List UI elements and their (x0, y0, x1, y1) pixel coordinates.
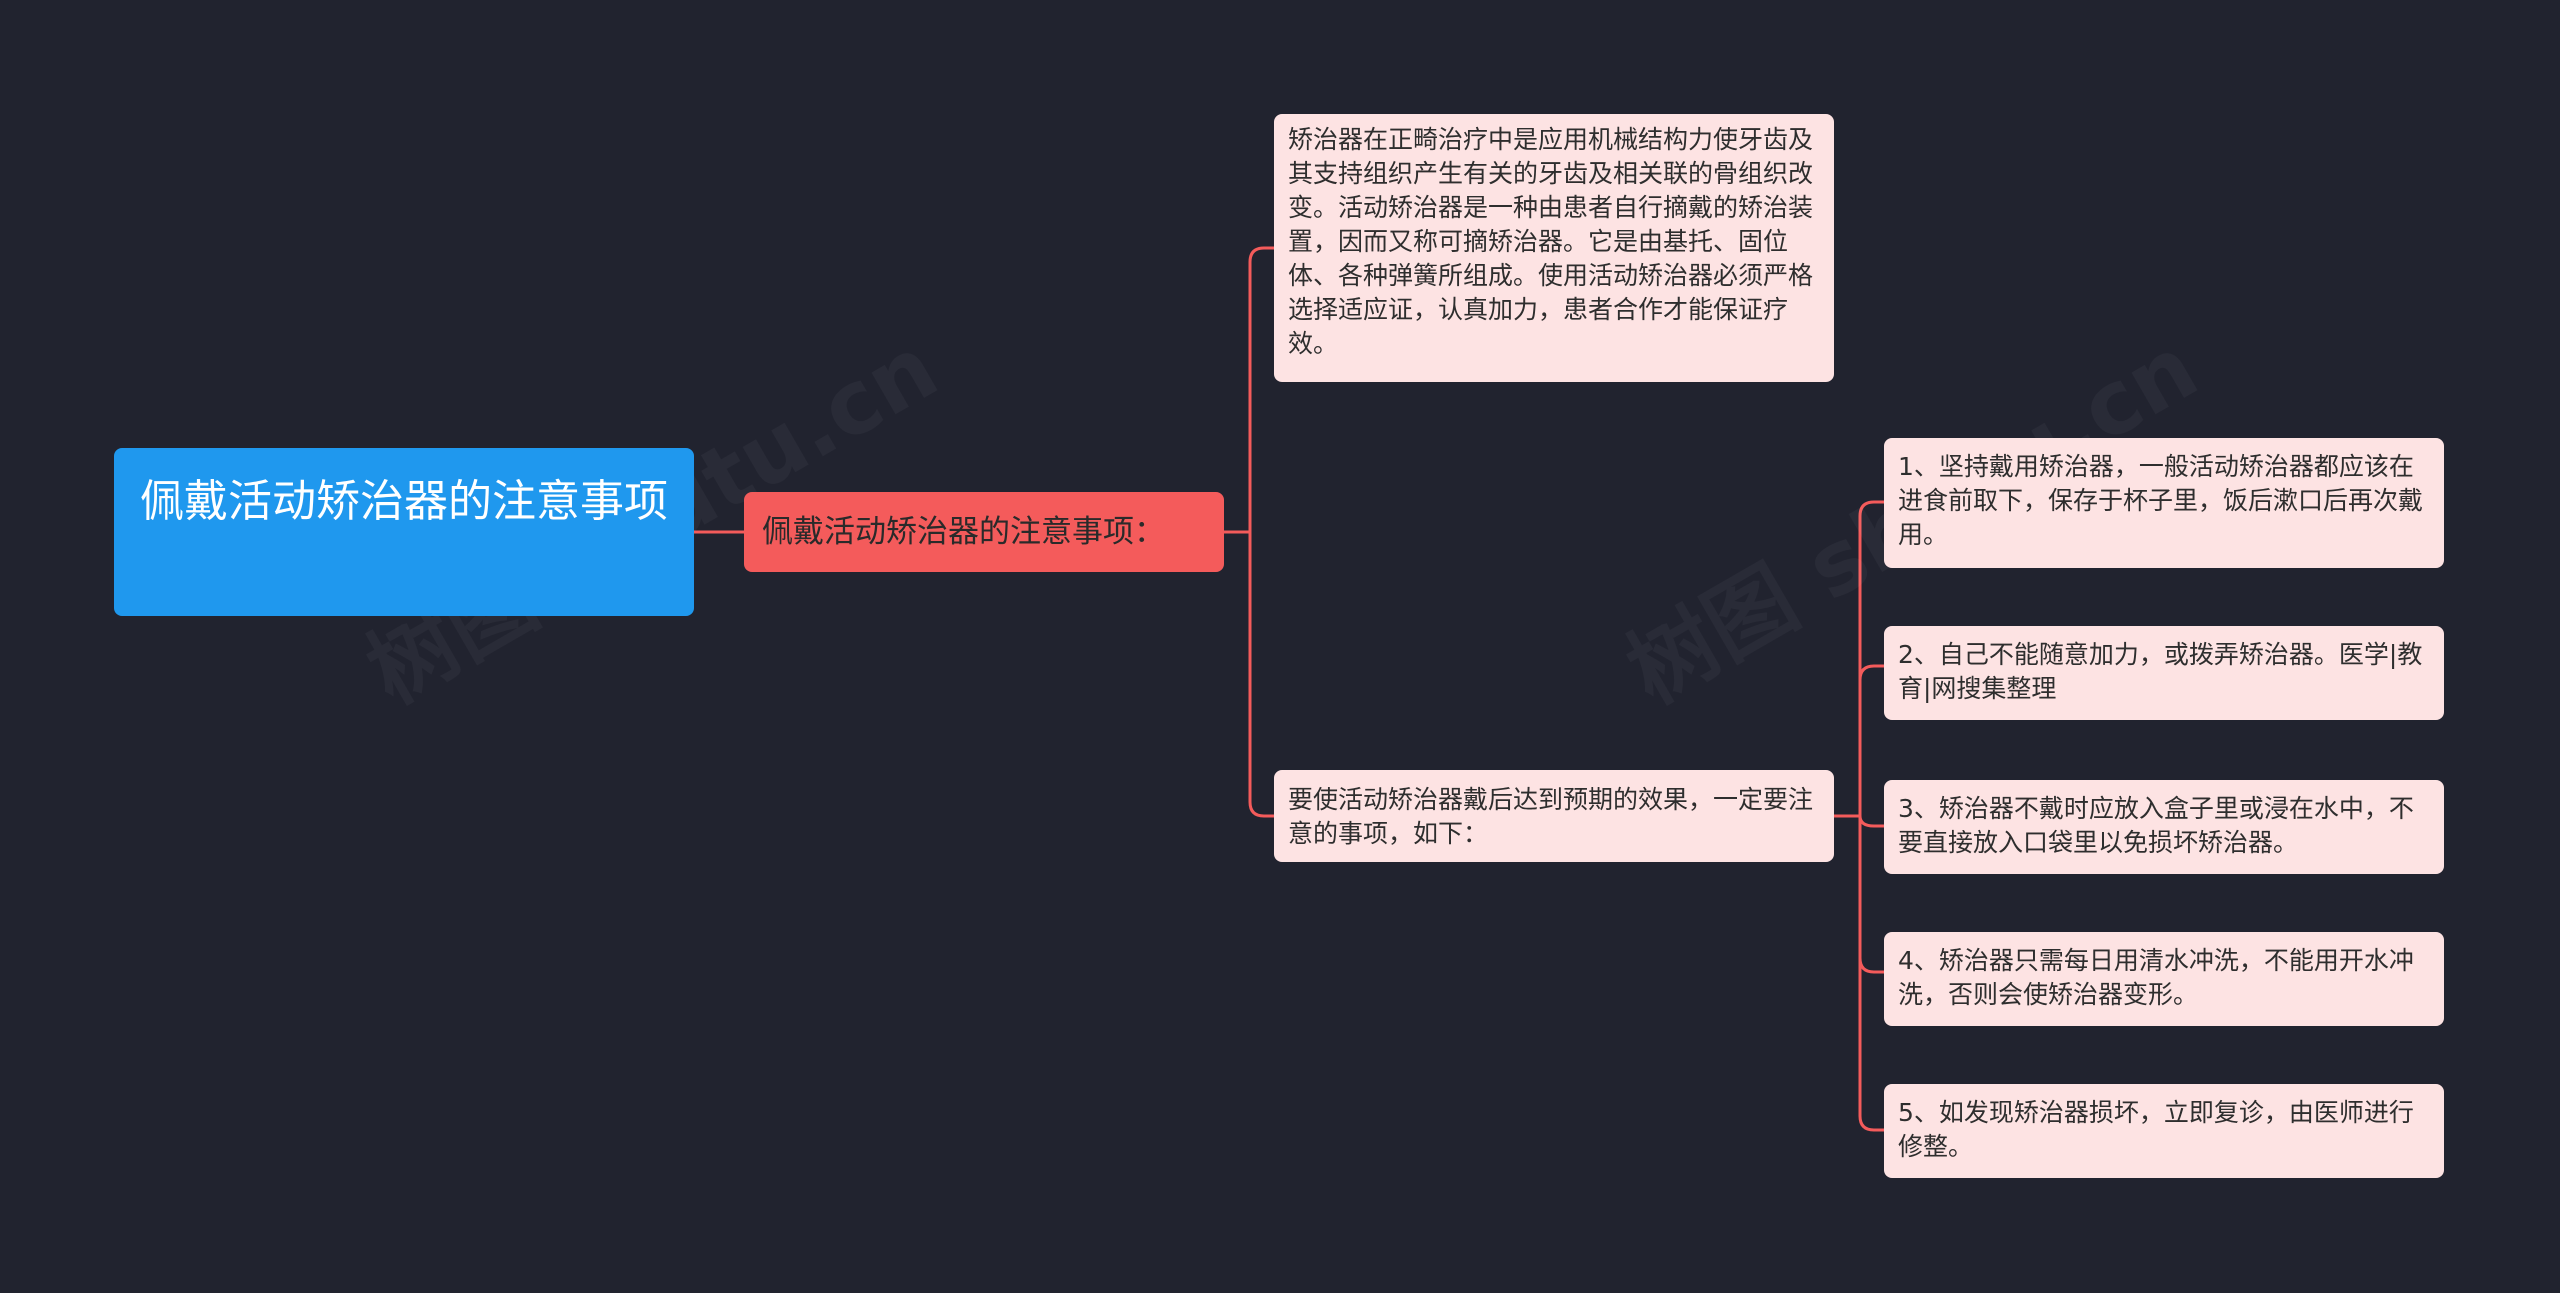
tip-text: 2、自己不能随意加力，或拨弄矫治器。医学|教育|网搜集整理 (1898, 640, 2423, 703)
definition-topic[interactable]: 矫治器在正畸治疗中是应用机械结构力使牙齿及其支持组织产生有关的牙齿及相关联的骨组… (1274, 114, 1834, 382)
connector-branch-definition (1224, 246, 1274, 534)
tip-text: 4、矫治器只需每日用清水冲洗，不能用开水冲洗，否则会使矫治器变形。 (1898, 946, 2414, 1009)
connector-tip-1 (1858, 500, 1884, 816)
branch-topic[interactable]: 佩戴活动矫治器的注意事项： (744, 492, 1224, 572)
connector-tip-3 (1858, 815, 1884, 828)
tip-topic-4[interactable]: 4、矫治器只需每日用清水冲洗，不能用开水冲洗，否则会使矫治器变形。 (1884, 932, 2444, 1026)
intro-text: 要使活动矫治器戴后达到预期的效果，一定要注意的事项，如下： (1288, 785, 1814, 848)
definition-text: 矫治器在正畸治疗中是应用机械结构力使牙齿及其支持组织产生有关的牙齿及相关联的骨组… (1288, 125, 1814, 358)
tip-text: 1、坚持戴用矫治器，一般活动矫治器都应该在进食前取下，保存于杯子里，饭后漱口后再… (1898, 452, 2424, 549)
connector-branch-intro (1248, 532, 1274, 818)
tip-topic-1[interactable]: 1、坚持戴用矫治器，一般活动矫治器都应该在进食前取下，保存于杯子里，饭后漱口后再… (1884, 438, 2444, 568)
tip-text: 3、矫治器不戴时应放入盒子里或浸在水中，不要直接放入口袋里以免损坏矫治器。 (1898, 794, 2414, 857)
tip-topic-2[interactable]: 2、自己不能随意加力，或拨弄矫治器。医学|教育|网搜集整理 (1884, 626, 2444, 720)
tip-topic-5[interactable]: 5、如发现矫治器损坏，立即复诊，由医师进行修整。 (1884, 1084, 2444, 1178)
root-topic-label: 佩戴活动矫治器的注意事项 (140, 476, 668, 527)
root-topic[interactable]: 佩戴活动矫治器的注意事项 (114, 448, 694, 616)
branch-topic-label: 佩戴活动矫治器的注意事项： (762, 514, 1165, 550)
connector-tip-4 (1858, 957, 1884, 974)
connector-tip-2 (1858, 664, 1884, 681)
intro-topic[interactable]: 要使活动矫治器戴后达到预期的效果，一定要注意的事项，如下： (1274, 770, 1834, 862)
connector-tip-5 (1858, 816, 1884, 1132)
tip-topic-3[interactable]: 3、矫治器不戴时应放入盒子里或浸在水中，不要直接放入口袋里以免损坏矫治器。 (1884, 780, 2444, 874)
tip-text: 5、如发现矫治器损坏，立即复诊，由医师进行修整。 (1898, 1098, 2414, 1161)
